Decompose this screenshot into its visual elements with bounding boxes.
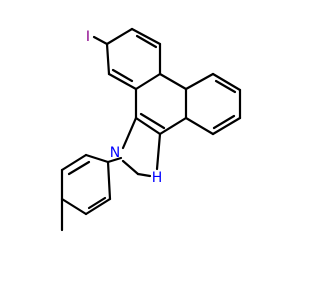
bond-tolyl-5-inner [87,196,107,210]
bond-ring-fusion-top [134,72,162,91]
bond-tolyl-6 [106,160,112,201]
bond-iodo-ring-6 [105,42,111,76]
bond-imidazole-3 [136,172,152,178]
bond-iodo-ring-5-inner [111,68,134,83]
bond-right-ring-4 [211,116,242,136]
iodine-atom-label: I [86,29,90,45]
amine-nitrogen-label: H [152,170,163,186]
bond-right-ring-5 [184,116,215,136]
bond-iodo-ring-2 [130,27,162,46]
molecule-structure: I N H [0,0,300,300]
bond-central-4 [134,116,162,136]
bond-tolyl-4 [60,197,88,216]
bond-tolyl-2 [60,153,88,172]
bond-imidazole-4 [155,132,162,171]
bond-tolyl-1 [84,153,110,164]
bond-imidazole-1 [121,116,138,150]
bond-c-i [92,35,109,46]
bond-imidazole-to-aryl [106,156,123,164]
imine-nitrogen-label: N [110,145,120,161]
bond-central-1 [158,72,188,91]
bond-central-3 [158,116,188,136]
bond-right-ring-4-inner [212,114,236,130]
bond-central-4-inner [139,112,166,130]
bond-tolyl-2-inner [67,160,91,176]
bond-tolyl-5 [84,197,112,216]
bond-imidazole-2 [121,159,140,176]
bond-iodo-ring-5 [107,72,138,91]
bond-iodo-ring-1 [105,27,134,46]
bond-iodo-ring-2-inner [135,34,158,49]
bond-right-ring-1 [184,72,215,91]
bond-right-ring-2-inner [214,79,237,94]
canvas-background [0,0,300,300]
bond-right-ring-2 [211,72,242,92]
bonds-layer [60,27,242,232]
